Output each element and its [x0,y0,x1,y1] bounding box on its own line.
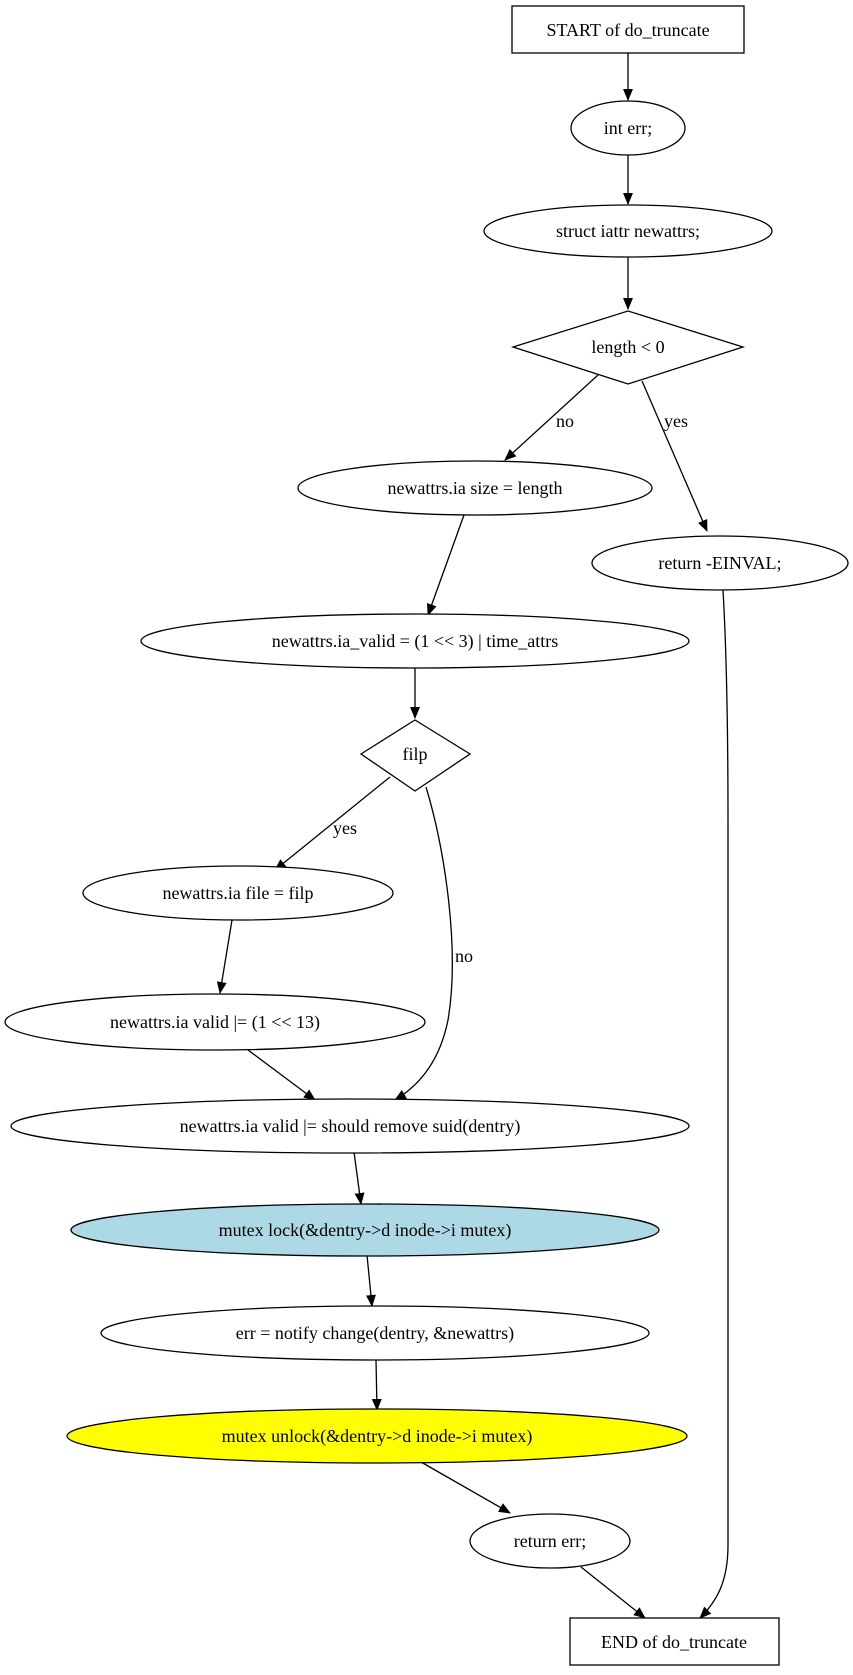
node-length-check: length < 0 [510,310,746,385]
edge-13-to-suid [247,1049,316,1101]
node-valid-or-13-label: newattrs.ia valid |= (1 << 13) [110,1012,320,1033]
node-start: START of do_truncate [511,5,745,54]
node-notify-change-label: err = notify change(dentry, &newattrs) [236,1323,514,1344]
nodes: START of do_truncate int err; struct iat… [4,5,849,1666]
edge-length-yes [641,380,708,532]
mutex-lock-ellipse [70,1203,660,1257]
node-return-einval-label: return -EINVAL; [658,553,781,573]
edge-unlock-to-return-err [420,1461,511,1514]
node-int-err: int err; [570,100,686,156]
node-set-valid-label: newattrs.ia_valid = (1 << 3) | time_attr… [272,631,559,652]
node-mutex-lock: mutex lock(&dentry->d inode->i mutex) [70,1203,660,1257]
node-mutex-unlock-label: mutex unlock(&dentry->d inode->i mutex) [222,1426,533,1447]
edge-label-length-no: no [556,411,574,431]
edge-filp-yes [274,776,391,871]
node-set-file-label: newattrs.ia file = filp [162,883,313,903]
edge-label-filp-yes: yes [333,818,357,838]
node-struct-newattrs: struct iattr newattrs; [483,204,773,258]
node-mutex-lock-label: mutex lock(&dentry->d inode->i mutex) [219,1220,512,1241]
node-return-einval: return -EINVAL; [591,535,849,591]
node-filp-check: filp [359,719,472,792]
edge-size-to-valid [427,514,465,616]
node-mutex-unlock: mutex unlock(&dentry->d inode->i mutex) [66,1408,688,1464]
edge-file-to-13 [216,919,233,994]
edge-einval-to-end [699,589,729,1619]
edge-label-filp-no: no [455,946,473,966]
node-filp-check-label: filp [403,744,428,764]
mutex-unlock-ellipse [66,1408,688,1464]
edge-suid-to-lock [353,1151,365,1205]
node-valid-or-13: newattrs.ia valid |= (1 << 13) [4,993,426,1051]
node-valid-suid: newattrs.ia valid |= should remove suid(… [10,1098,690,1154]
node-return-err-label: return err; [514,1531,586,1551]
edge-return-err-to-end [580,1566,646,1619]
node-set-file: newattrs.ia file = filp [82,865,394,921]
edge-notify-to-unlock [371,1359,382,1411]
node-struct-newattrs-label: struct iattr newattrs; [556,221,700,241]
node-set-size-label: newattrs.ia size = length [387,478,562,498]
edge-filp-no [394,786,453,1101]
node-end-label: END of do_truncate [601,1632,747,1652]
node-set-valid: newattrs.ia_valid = (1 << 3) | time_attr… [140,613,690,669]
node-valid-suid-label: newattrs.ia valid |= should remove suid(… [180,1116,521,1137]
node-set-size: newattrs.ia size = length [297,460,653,516]
edge-lock-to-notify [365,1254,376,1307]
node-notify-change: err = notify change(dentry, &newattrs) [100,1305,650,1361]
node-return-err: return err; [469,1513,631,1569]
edge-labels: no yes yes no [333,411,688,966]
node-start-label: START of do_truncate [546,20,709,40]
edge-length-no [504,374,599,461]
node-length-check-label: length < 0 [591,337,664,357]
edges [216,53,729,1619]
node-end: END of do_truncate [569,1617,780,1666]
edge-label-length-yes: yes [664,411,688,431]
node-int-err-label: int err; [604,118,652,138]
